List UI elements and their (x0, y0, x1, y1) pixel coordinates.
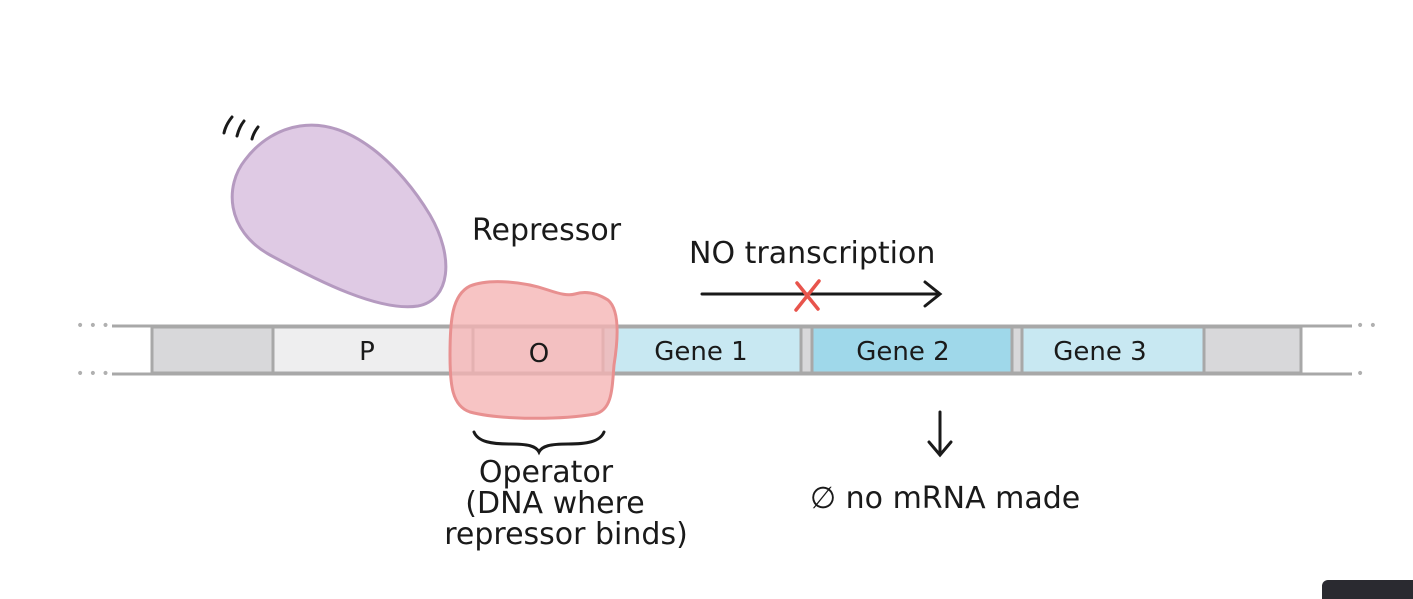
dna-left-dots-bottom: • • • (76, 366, 110, 382)
operator-label: O (529, 339, 549, 369)
down-arrow-icon (927, 410, 953, 458)
flank-left-segment (150, 325, 275, 375)
corner-widget (1322, 580, 1413, 599)
dna-right-dots-bottom: • (1356, 366, 1364, 382)
no-transcription-label: NO transcription (689, 236, 935, 271)
no-mrna-label: ∅ no mRNA made (810, 481, 1080, 516)
gene3-segment (1020, 325, 1206, 375)
gene1-label: Gene 1 (654, 337, 747, 367)
bound-repressor-shape (448, 280, 619, 420)
transcription-arrow-icon (700, 280, 943, 308)
dna-right-dots-top: • • (1356, 318, 1377, 334)
promoter-segment (271, 325, 475, 375)
operator-caption-line1: Operator (479, 455, 614, 490)
promoter-label: P (359, 337, 375, 367)
gene3-label: Gene 3 (1053, 337, 1146, 367)
repressor-protein-shape (230, 123, 448, 309)
spacer-1-segment (799, 325, 814, 375)
operator-brace-icon (472, 430, 606, 456)
gene2-segment (810, 325, 1014, 375)
dna-left-dots-top: • • • (76, 318, 110, 334)
flank-right-segment (1202, 325, 1303, 375)
gene2-label: Gene 2 (856, 337, 949, 367)
repressor-label: Repressor (472, 213, 622, 248)
operator-caption-line3: repressor binds) (444, 517, 688, 552)
motion-lines-icon (222, 115, 260, 141)
gene1-segment (601, 325, 803, 375)
operator-caption-line2: (DNA where (465, 486, 644, 521)
blocked-x-icon (794, 279, 821, 312)
